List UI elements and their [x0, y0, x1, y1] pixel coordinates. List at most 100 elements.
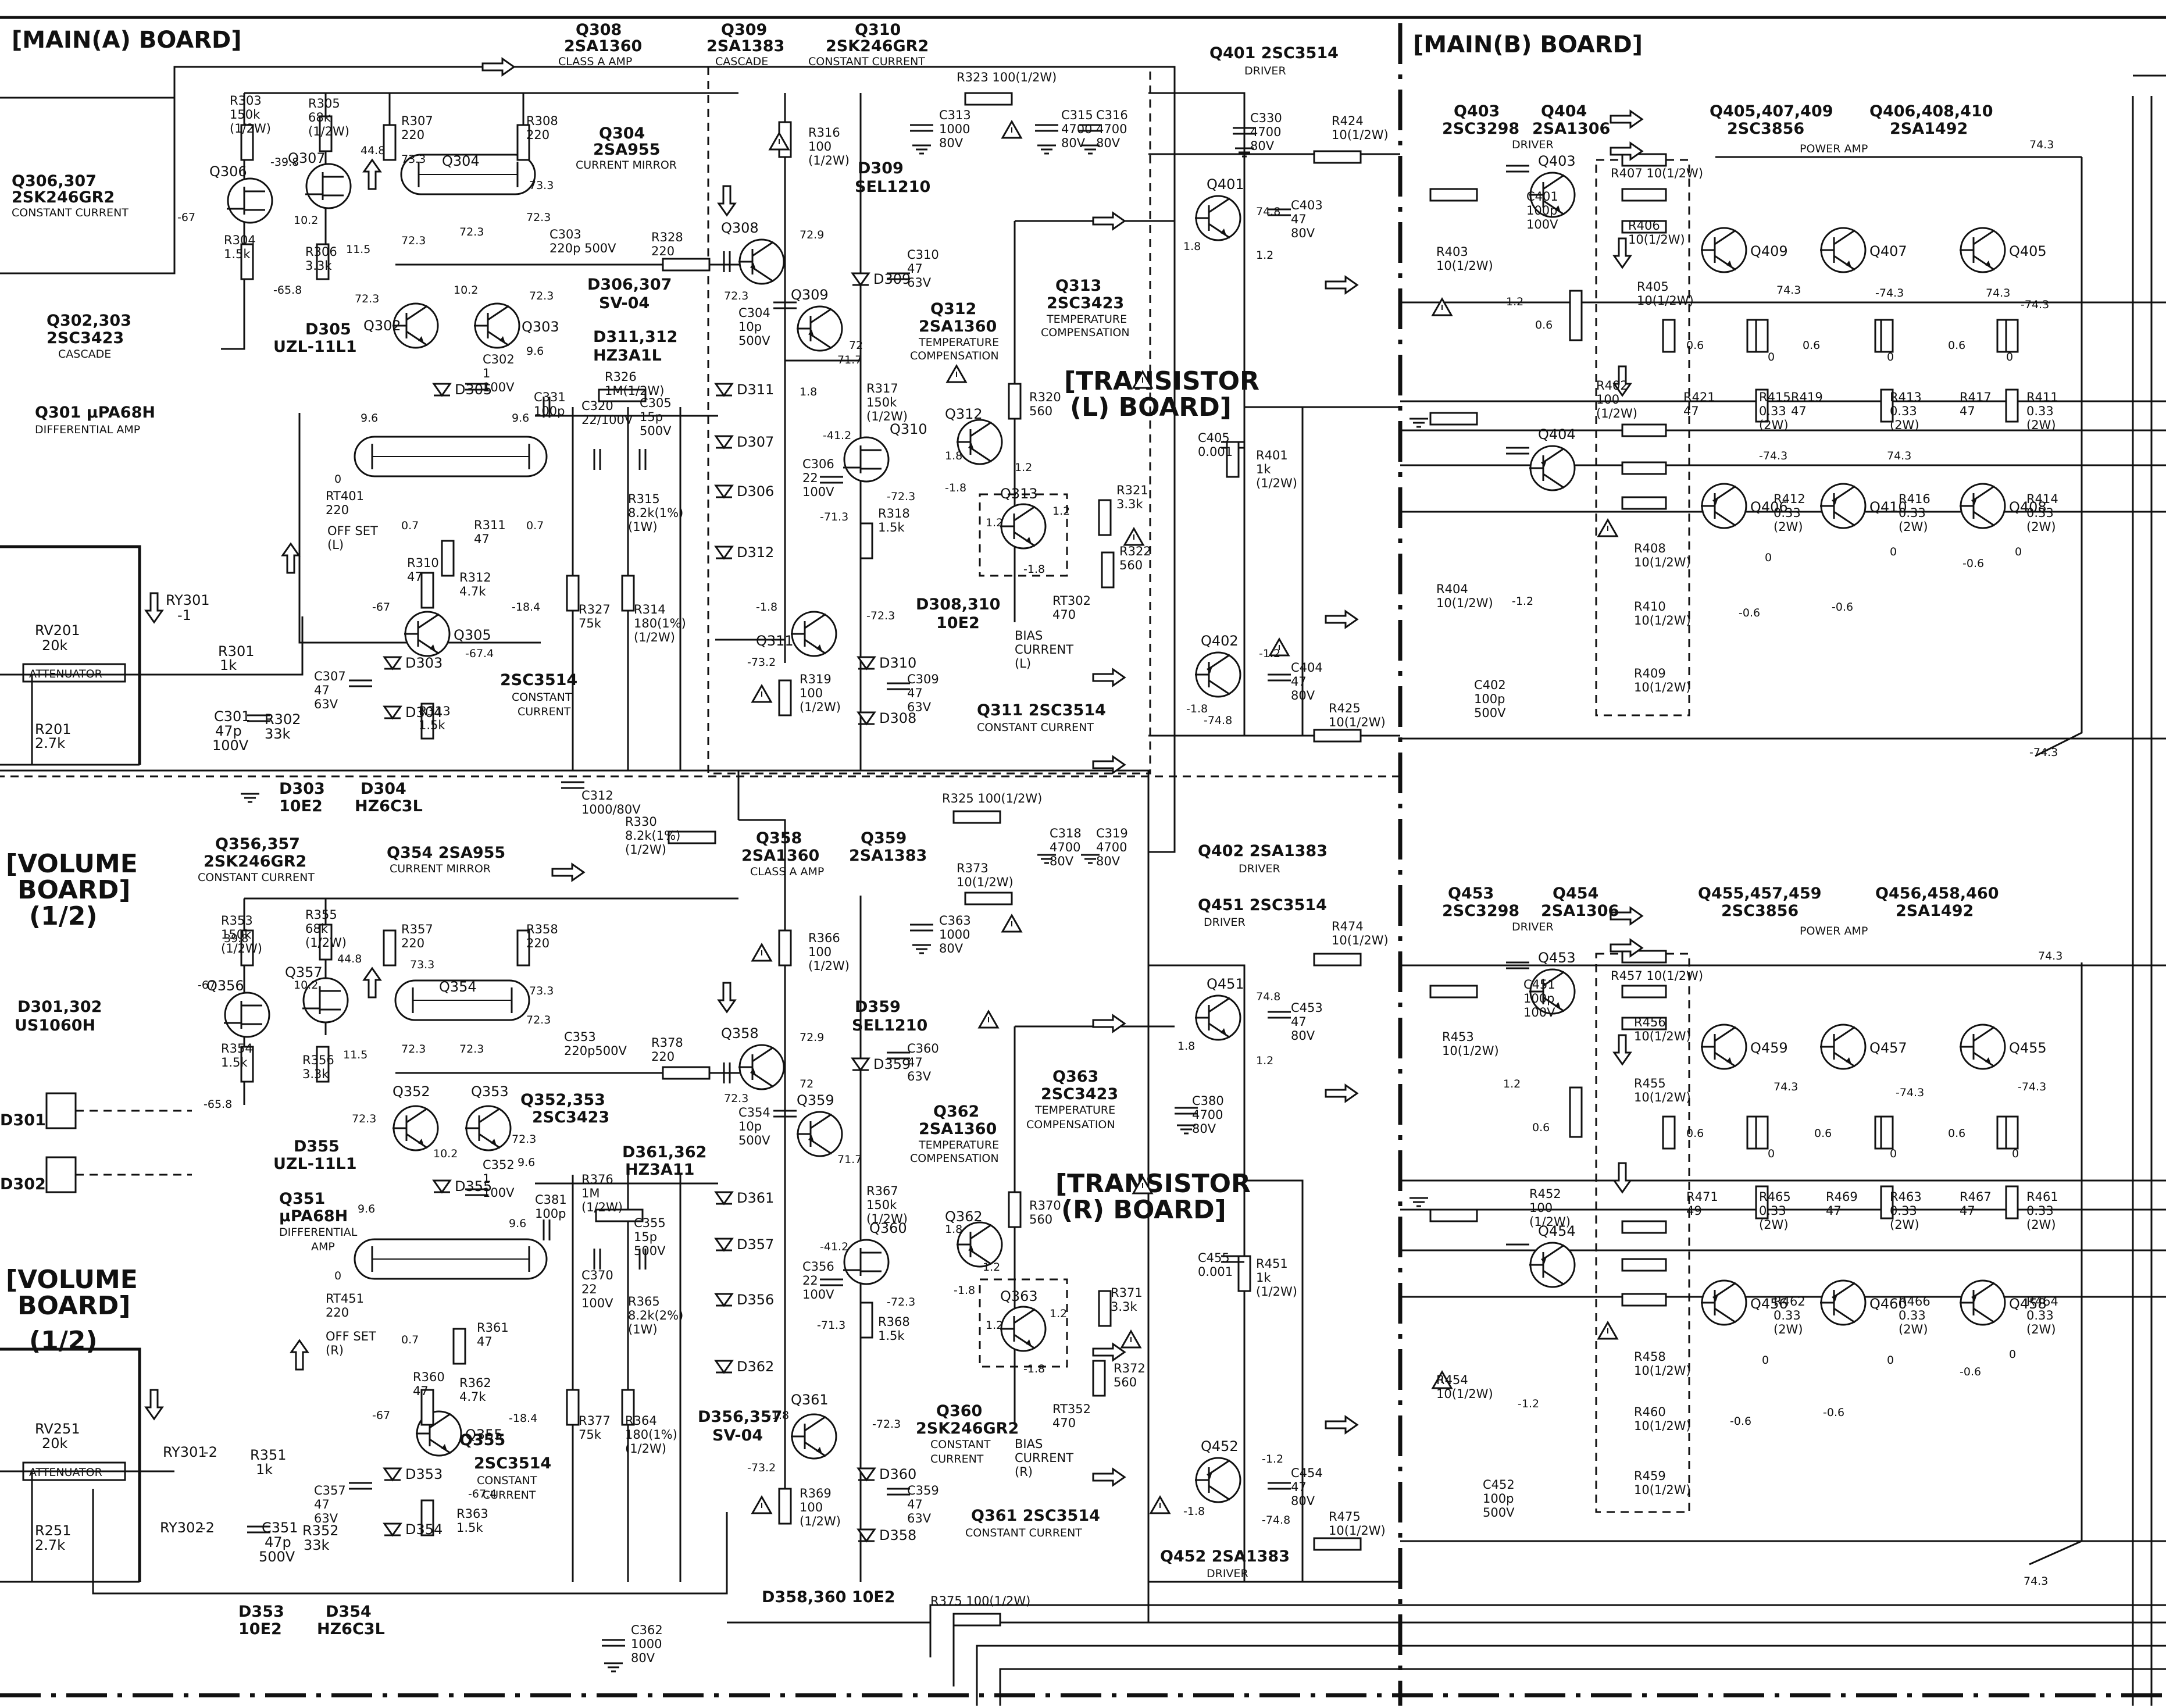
r474-text-0: R474 — [1332, 919, 1364, 933]
r421-text-0: R421 — [1683, 390, 1715, 404]
v-q306-d: -39.8 — [270, 156, 299, 169]
r411-text-2: (2W) — [2026, 418, 2056, 432]
v-q357-d: 44.8 — [337, 953, 362, 965]
q305-role-2: CURRENT — [518, 705, 571, 718]
c315-text-1: 4700 — [1061, 122, 1092, 136]
safety-warning-icon — [1132, 369, 1154, 389]
c362-text-1: 1000 — [631, 1637, 662, 1651]
v-q305-c: -67.4 — [465, 647, 494, 660]
zero-volt-9: 0 — [1762, 1354, 1769, 1367]
power-amp-label-2: POWER AMP — [1800, 925, 1868, 937]
r376-text-2: (1/2W) — [581, 1200, 623, 1214]
v-q359: 72 — [800, 1078, 813, 1090]
main-b-right-input-r-2 — [1429, 1208, 1478, 1222]
d312-symbol — [714, 545, 734, 560]
q311-role: CONSTANT CURRENT — [977, 721, 1094, 734]
c362-text-2: 80V — [631, 1651, 655, 1665]
c312-text-0: C312 — [581, 789, 613, 803]
q309-symbol — [797, 305, 843, 352]
r330-text-1: 8.2k(1%) — [625, 829, 680, 843]
main-b-left-c-bot — [1506, 447, 1529, 455]
r404-text-0: R404 — [1436, 582, 1468, 596]
q304-id: Q304 — [599, 124, 645, 142]
signal-arrow-q307 — [362, 158, 382, 190]
r377-body — [566, 1389, 580, 1426]
r404-text-1: 10(1/2W) — [1436, 596, 1493, 610]
board-titles: [MAIN(A) BOARD] [MAIN(B) BOARD] [TRANSIS… — [6, 27, 1643, 1356]
r305-body — [319, 115, 333, 152]
r304-body — [240, 243, 254, 280]
d358-symbol-label: D358 — [879, 1527, 916, 1543]
r368-text-0: R368 — [878, 1315, 910, 1329]
d354-part: HZ6C3L — [317, 1620, 385, 1638]
r425-text-1: 10(1/2W) — [1329, 715, 1386, 729]
main-b-wires — [1400, 156, 2166, 1566]
r364-text-1: 180(1%) — [625, 1428, 677, 1442]
c352-body — [465, 1188, 488, 1196]
r370-text-0: R370 — [1029, 1199, 1061, 1213]
r355-text-0: R355 — [305, 908, 337, 922]
transistor-r-board-title-2: (R) BOARD] — [1061, 1195, 1226, 1225]
c403-text-0: C403 — [1291, 198, 1323, 212]
main-b-right-drv2-label: Q454 — [1538, 1223, 1576, 1239]
q363-role-1: TEMPERATURE — [1034, 1104, 1115, 1117]
rail-voltage-8: 74.3 — [2038, 950, 2062, 962]
q456-part: 2SA1492 — [1896, 902, 1974, 920]
q310-symbol-label: Q310 — [890, 421, 927, 437]
r464-text-1: 0.33 — [2026, 1308, 2054, 1322]
v-q357-g: 10.2 — [294, 979, 318, 992]
passive-components: D311D307D306D312D310D308D309D303D304D305… — [144, 57, 2019, 1673]
r417-text-0: R417 — [1960, 390, 1992, 404]
v-q359-c: 71.7 — [837, 1153, 862, 1166]
q402-symbol — [1195, 651, 1241, 698]
safety-warning-icon — [1149, 1495, 1171, 1514]
r469-text-0: R469 — [1826, 1190, 1858, 1204]
rt401-text-1: 220 — [326, 503, 349, 517]
q311-symbol-label: Q311 — [756, 633, 794, 649]
v-q307-s: 11.5 — [346, 243, 370, 256]
r408-text-1: 10(1/2W) — [1634, 555, 1691, 569]
v-q361-c: -73.2 — [747, 1461, 776, 1474]
d359-part: SEL1210 — [852, 1017, 927, 1035]
r311-text-0: R311 — [474, 518, 506, 532]
d355-id: D355 — [294, 1138, 340, 1156]
d361-symbol — [714, 1191, 734, 1206]
r471-text-1: 49 — [1686, 1204, 1702, 1218]
main-b-right-flow-arrow — [1612, 1034, 1632, 1066]
r325-body — [952, 810, 1001, 824]
r457-text-0: R457 10(1/2W) — [1611, 969, 1703, 983]
pwr-neg-bias-2: -0.6 — [1962, 557, 1984, 570]
c351-val: 47p — [265, 1534, 291, 1550]
r362-text-1: 4.7k — [459, 1390, 486, 1404]
q454-id: Q454 — [1553, 885, 1598, 903]
pwr-bias-5: 0.6 — [1948, 1127, 1965, 1140]
v-q303-e: 9.6 — [526, 345, 544, 358]
c362-body — [602, 1639, 625, 1647]
r361-text-1: 47 — [477, 1335, 493, 1349]
c351-id: C351 — [262, 1520, 298, 1536]
q303-symbol-label: Q303 — [522, 319, 559, 335]
r451-text-2: (1/2W) — [1256, 1285, 1297, 1299]
r416-text-2: (2W) — [1899, 520, 1928, 534]
q360-symbol-label: Q360 — [869, 1220, 907, 1236]
driver-bias-2: 1.2 — [1503, 1078, 1521, 1090]
c363-body — [910, 923, 933, 932]
signal-arrow-out-r1 — [1325, 1083, 1359, 1103]
pwr-bias-4: 0.6 — [1814, 1127, 1832, 1140]
v-q352: 72.3 — [352, 1112, 376, 1125]
v-q305-e: -18.4 — [512, 601, 540, 614]
main-b-left-emitter-r-6 — [2005, 319, 2019, 353]
d308-symbol-label: D308 — [879, 710, 916, 726]
r323-body — [964, 92, 1013, 106]
v-q362-c: 1.2 — [983, 1261, 1000, 1274]
r313-body — [420, 703, 434, 740]
c319-text-2: 80V — [1096, 854, 1121, 868]
c356-text-0: C356 — [802, 1260, 834, 1274]
r376-body — [595, 1208, 644, 1222]
r460-text-0: R460 — [1634, 1405, 1666, 1419]
v-q358-b: 72.3 — [724, 1092, 748, 1105]
q313-role-2: COMPENSATION — [1041, 326, 1130, 339]
q406-id: Q406,408,410 — [1869, 102, 1993, 120]
c316-text-1: 4700 — [1096, 122, 1127, 136]
v-q452-c: -1.2 — [1262, 1453, 1283, 1465]
